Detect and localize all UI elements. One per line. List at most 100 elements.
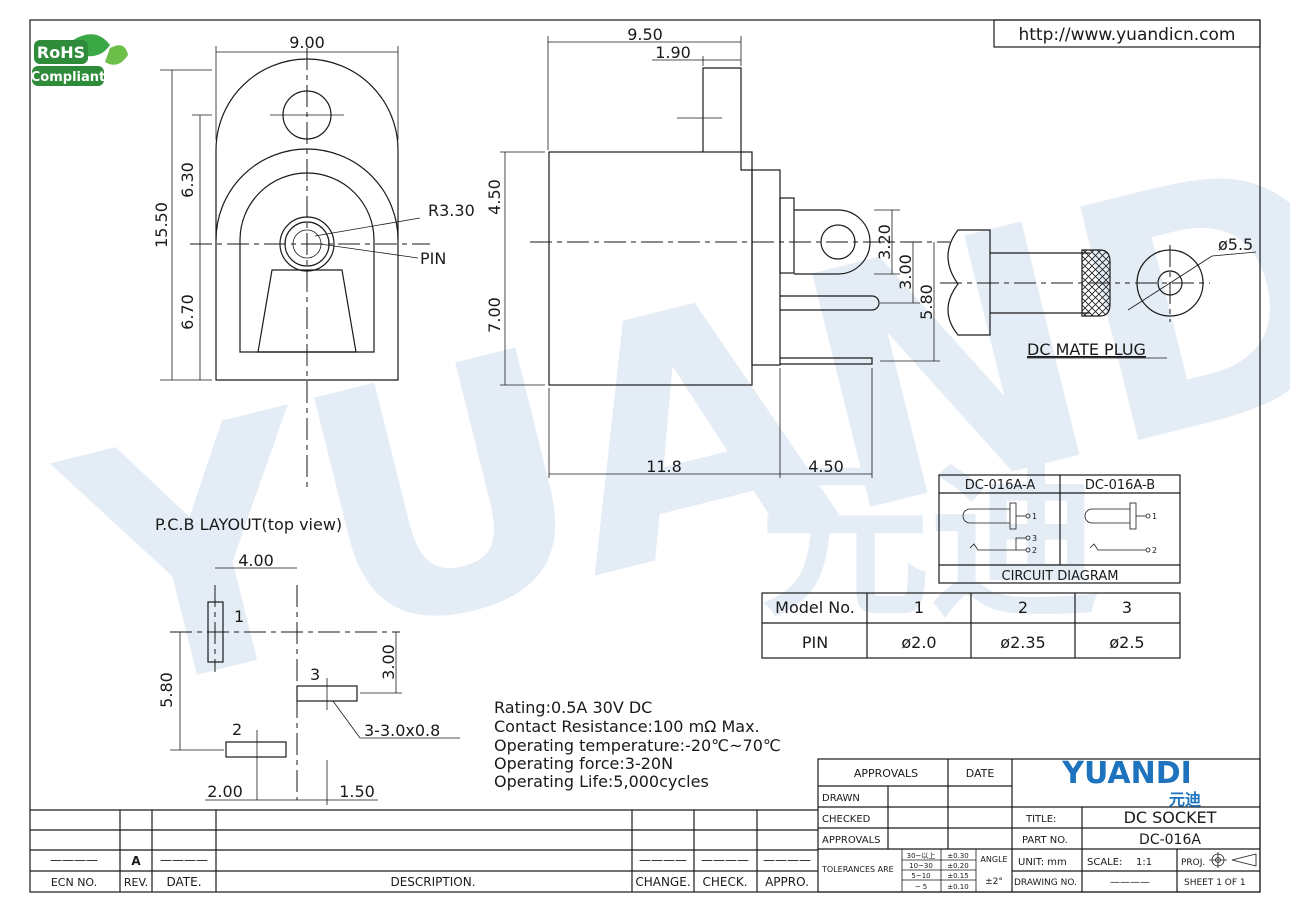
tb-tol-val-1: ±0.20 xyxy=(947,862,968,870)
tb-drawing-no: DRAWING NO. xyxy=(1014,878,1077,888)
sheet-border xyxy=(29,19,1261,893)
tb-approvals: APPROVALS xyxy=(854,767,918,780)
rev-dash-ecn: ———— xyxy=(50,853,98,867)
front-body-outline xyxy=(215,58,399,381)
circuit-a-p2: 2 xyxy=(1032,546,1037,555)
tb-sheet: SHEET 1 OF 1 xyxy=(1184,878,1246,888)
tb-scale-label: SCALE: xyxy=(1087,857,1122,868)
rev-desc-label: DESCRIPTION. xyxy=(390,875,475,889)
pcb-dim-200: 2.00 xyxy=(207,782,243,801)
tb-checked: CHECKED xyxy=(822,814,871,825)
dim-580: 5.80 xyxy=(917,284,936,320)
tb-title-value: DC SOCKET xyxy=(1124,808,1217,827)
title-block: APPROVALS DATE DRAWN CHECKED APPROVALS T… xyxy=(817,756,1261,893)
dim-front-width: 9.00 xyxy=(289,33,325,52)
front-view: 9.00 15.50 6.30 6.70 R3.30 PIN xyxy=(152,33,475,490)
tb-tol-range-2: 5~10 xyxy=(911,872,930,880)
tb-brand-logo: YUANDI xyxy=(1061,756,1192,791)
dim-pin-len: 4.50 xyxy=(808,457,844,476)
pcb-layout: P.C.B LAYOUT(top view) 4.00 5.80 3.00 2.… xyxy=(155,515,460,805)
rev-appro-label: APPRO. xyxy=(765,875,809,889)
model-header-1: 1 xyxy=(914,598,924,617)
tb-part-label: PART NO. xyxy=(1022,835,1068,846)
pcb-pad-3-label: 3 xyxy=(310,665,320,684)
front-contact xyxy=(257,269,357,353)
side-tab xyxy=(702,67,752,171)
model-table: Model No. 1 2 3 PIN ø2.0 ø2.35 ø2.5 xyxy=(761,592,1181,659)
tb-tol-val-3: ±0.10 xyxy=(947,883,968,891)
circuit-a-p3: 3 xyxy=(1032,534,1037,543)
spec-force: Operating force:3-20N xyxy=(494,754,673,773)
tb-angle-val: ±2° xyxy=(985,877,1003,887)
watermark-cjk: 元迪 xyxy=(760,443,1100,641)
dim-side-upper: 4.50 xyxy=(485,179,504,215)
rohs-badge: RoHS Compliant xyxy=(31,34,128,86)
tb-proj: PROJ. xyxy=(1181,858,1205,868)
rev-rev-label: REV. xyxy=(124,876,148,889)
pcb-title: P.C.B LAYOUT(top view) xyxy=(155,515,342,534)
model-row-3: ø2.5 xyxy=(1109,633,1144,652)
model-header-0: Model No. xyxy=(775,598,855,617)
url-box xyxy=(993,19,1261,48)
rev-dash-change: ———— xyxy=(639,853,687,867)
pcb-dim-400: 4.00 xyxy=(238,551,274,570)
rev-ecn-label: ECN NO. xyxy=(51,876,97,889)
url-text: http://www.yuandicn.com xyxy=(1018,25,1235,45)
dim-side-width: 9.50 xyxy=(627,25,663,44)
watermark-text: YUANDI xyxy=(32,54,1290,773)
tb-brand-cjk: 元迪 xyxy=(1169,790,1201,809)
dim-front-height: 15.50 xyxy=(152,202,171,248)
tb-scale-value: 1:1 xyxy=(1136,857,1152,868)
mate-plug-label: DC MATE PLUG xyxy=(1027,340,1146,359)
rev-dash-date: ———— xyxy=(160,853,208,867)
circuit-b-p2: 2 xyxy=(1152,546,1157,555)
tb-tol-range-1: 10~30 xyxy=(909,862,933,870)
tb-approvals2: APPROVALS xyxy=(822,835,881,846)
pcb-pad-2 xyxy=(225,741,287,758)
rev-date-label: DATE. xyxy=(166,875,201,889)
spec-rating: Rating:0.5A 30V DC xyxy=(494,698,652,717)
pcb-dim-150: 1.50 xyxy=(339,782,375,801)
pcb-dim-580: 5.80 xyxy=(157,672,176,708)
circuit-col-b: DC-016A-B xyxy=(1085,478,1155,493)
circuit-col-a: DC-016A-A xyxy=(965,478,1036,493)
model-row-label: PIN xyxy=(802,633,828,652)
dim-length: 11.8 xyxy=(646,457,682,476)
tb-drawn: DRAWN xyxy=(822,793,860,804)
tb-tol-range-0: 30~以上 xyxy=(907,851,936,860)
model-header-2: 2 xyxy=(1018,598,1028,617)
rev-value: A xyxy=(131,854,141,868)
side-view: 9.50 1.90 4.50 7.00 11.8 4.50 3.20 3.00 … xyxy=(485,25,950,478)
pcb-dim-300: 3.00 xyxy=(379,644,398,680)
tb-part-value: DC-016A xyxy=(1139,832,1201,848)
rohs-compliant: Compliant xyxy=(31,70,105,85)
tb-date: DATE xyxy=(966,767,995,780)
mate-plug: ø5.5 DC MATE PLUG xyxy=(940,229,1257,359)
revision-block: ———— A ———— ———— ———— ———— ECN NO. REV. … xyxy=(30,809,818,892)
watermark: YUANDI 元迪 xyxy=(32,54,1290,773)
spec-temperature: Operating temperature:-20℃~70℃ xyxy=(494,736,781,755)
dim-upper: 6.30 xyxy=(178,162,197,198)
circuit-b-p1: 1 xyxy=(1152,512,1157,521)
rev-dash-appro: ———— xyxy=(763,853,811,867)
dim-side-lower: 7.00 xyxy=(485,297,504,333)
rev-check-label: CHECK. xyxy=(702,875,747,889)
spec-life: Operating Life:5,000cycles xyxy=(494,772,709,791)
tb-drawing-no-value: ———— xyxy=(1110,877,1150,888)
dim-300: 3.00 xyxy=(896,254,915,290)
tb-tolerances: TOLERANCES ARE xyxy=(821,865,894,874)
rev-dash-check: ———— xyxy=(701,853,749,867)
pcb-slot-label: 3-3.0x0.8 xyxy=(364,721,440,740)
tb-tol-val-0: ±0.30 xyxy=(947,852,968,860)
dim-320: 3.20 xyxy=(875,224,894,260)
projection-symbol-icon xyxy=(1209,852,1257,868)
pin-label: PIN xyxy=(420,249,446,268)
tb-tol-range-3: ~ 5 xyxy=(915,883,928,891)
rev-change-label: CHANGE. xyxy=(635,875,690,889)
circuit-a-p1: 1 xyxy=(1032,512,1037,521)
tb-tol-val-2: ±0.15 xyxy=(947,872,968,880)
tb-title-label: TITLE: xyxy=(1025,814,1056,825)
model-row-2: ø2.35 xyxy=(1000,633,1045,652)
pcb-pad-2-label: 2 xyxy=(232,720,242,739)
